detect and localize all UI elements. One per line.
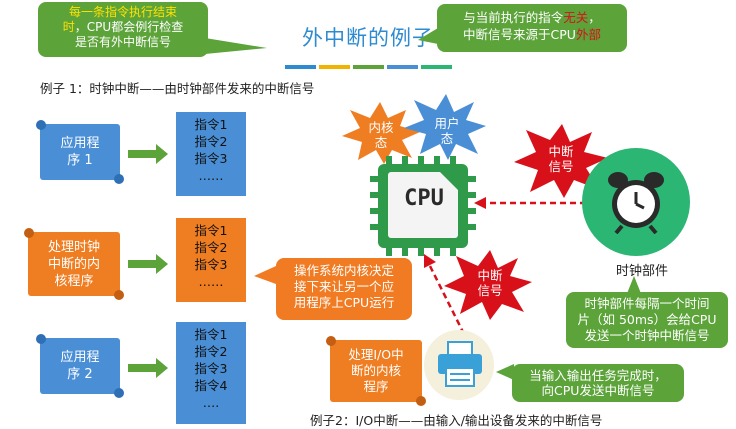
instruction-block-2: 指令1 指令2 指令3 ……	[176, 218, 246, 302]
user-mode-label: 用户态	[434, 116, 460, 146]
program-label: 中断的内	[47, 256, 100, 272]
kernel-clock-program: 处理时钟中断的内核程序	[24, 228, 124, 300]
clock-to-cpu-arrow	[474, 197, 586, 209]
io-kernel-program: 处理I/O中断的内核程序	[326, 336, 426, 406]
program-label: 核程序	[54, 273, 94, 289]
program-label: 序 2	[67, 367, 93, 382]
callout-text: 片（如 50ms）会给CPU	[577, 312, 717, 327]
callout-text: 接下来让另一个应	[293, 279, 394, 294]
callout-text: 用程序上CPU运行	[293, 295, 395, 310]
arrow-right-icon	[128, 358, 168, 378]
star-burst-icon	[342, 102, 420, 164]
cpu-chip-icon	[370, 156, 476, 256]
app-program-2: 应用程序 2	[36, 334, 124, 398]
example1-caption: 例子 1：时钟中断——由时钟部件发来的中断信号	[40, 81, 315, 96]
callout-text: ，	[588, 10, 601, 25]
interrupt-signal-star-icon	[444, 250, 532, 320]
app-program-1: 应用程序 1	[36, 120, 124, 184]
clock-label: 时钟部件	[615, 264, 668, 279]
callout-text: 当输入输出任务完成时，	[529, 368, 667, 383]
clock-interrupt-label: 中断信号	[548, 144, 574, 174]
instruction: 指令3	[194, 151, 228, 166]
callout-text: 操作系统内核决定	[293, 263, 394, 278]
callout-text: ，CPU都会例行检查	[74, 20, 184, 34]
program-label: 序 1	[67, 153, 93, 168]
example2-caption: 例子2：I/O中断——由输入/输出设备发来的中断信号	[310, 413, 603, 428]
callout-pointer	[418, 28, 438, 44]
instruction: 指令1	[194, 223, 228, 238]
program-label: 处理时钟	[47, 239, 100, 255]
arrow-right-icon	[128, 144, 168, 164]
instruction: 指令2	[194, 344, 228, 359]
page-title: 外中断的例子	[302, 26, 434, 50]
callout-external-source: 与当前执行的指令无关， 中断信号来源于CPU外部	[437, 4, 627, 52]
callout-highlight: 每一条指令执行结束	[68, 5, 177, 19]
callout-clock: 时钟部件每隔一个时间 片（如 50ms）会给CPU 发送一个时钟中断信号	[566, 292, 728, 348]
kernel-mode-label: 内核态	[368, 120, 394, 150]
instruction: ….	[202, 395, 220, 410]
callout-kernel-decision: 操作系统内核决定 接下来让另一个应 用程序上CPU运行	[276, 258, 412, 320]
callout-text: 与当前执行的指令	[463, 10, 564, 25]
callout-pointer	[205, 38, 267, 54]
callout-check-interrupt: 每一条指令执行结束 时，CPU都会例行检查 是否有外中断信号	[38, 2, 208, 57]
callout-text: 向CPU发送中断信号	[541, 383, 655, 398]
instruction: ……	[198, 168, 224, 183]
io-to-cpu-arrow	[424, 254, 466, 335]
callout-text: 发送一个时钟中断信号	[584, 328, 710, 343]
printer-icon	[438, 341, 482, 387]
alarm-clock-icon	[608, 172, 664, 234]
callout-highlight: 外部	[575, 27, 601, 42]
title-color-bars	[285, 54, 455, 69]
callout-pointer	[496, 364, 514, 380]
interrupt-signal-star-icon	[514, 124, 608, 198]
instruction: 指令3	[194, 257, 228, 272]
callout-text: 中断信号来源于CPU	[463, 27, 576, 42]
instruction-block-1: 指令1 指令2 指令3 ……	[176, 112, 246, 196]
program-label: 应用程	[60, 136, 100, 151]
instruction: 指令2	[194, 134, 228, 149]
callout-io: 当输入输出任务完成时， 向CPU发送中断信号	[512, 364, 684, 402]
callout-highlight: 无关	[563, 10, 589, 25]
star-burst-icon	[404, 94, 486, 160]
callout-text: 时钟部件每隔一个时间	[584, 296, 710, 311]
program-label: 断的内核	[350, 363, 401, 378]
callout-text: 是否有外中断信号	[74, 35, 171, 49]
instruction-block-3: 指令1 指令2 指令3 指令4 ….	[176, 322, 246, 424]
instruction: 指令4	[194, 378, 228, 393]
callout-highlight: 时	[62, 20, 75, 34]
instruction: 指令2	[194, 240, 228, 255]
program-label: 处理I/O中	[348, 347, 404, 362]
callout-pointer	[626, 276, 642, 296]
arrow-right-icon	[128, 254, 168, 274]
instruction: 指令1	[194, 327, 228, 342]
instruction: ……	[198, 274, 224, 289]
cpu-label: CPU	[404, 186, 444, 211]
instruction: 指令3	[194, 361, 228, 376]
program-label: 程序	[363, 379, 389, 394]
instruction: 指令1	[194, 117, 228, 132]
callout-pointer	[254, 266, 276, 284]
io-interrupt-label: 中断信号	[477, 268, 503, 298]
program-label: 应用程	[60, 350, 100, 365]
